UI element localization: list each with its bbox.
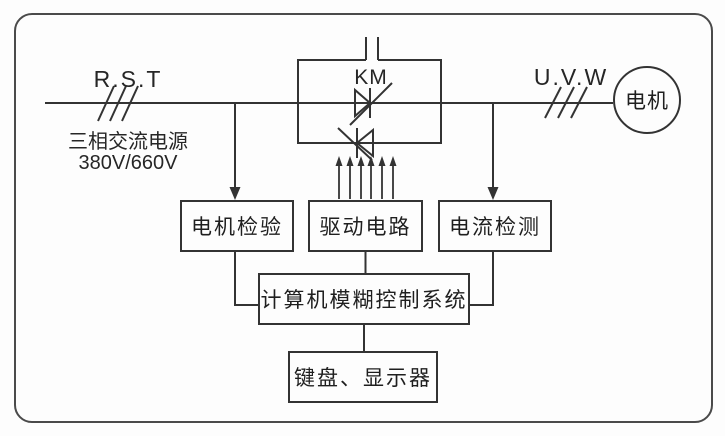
source-voltage-label: 三相交流电源 380V/660V [52, 132, 204, 174]
km-contactor-box [297, 37, 442, 144]
source-voltage-text: 380V/660V [78, 152, 178, 174]
block-keyboard-display: 键盘、显示器 [288, 351, 438, 403]
block-fuzzy-controller: 计算机模糊控制系统 [258, 273, 470, 325]
arrow-to-motor-check [229, 103, 241, 200]
phase-slashes-right-icon [544, 86, 588, 119]
motor-circle: 电机 [613, 66, 681, 134]
phase-label-rst: R.S.T [93, 66, 163, 92]
diagram-frame-border [14, 13, 713, 423]
arrow-to-current-detect [487, 103, 499, 200]
motor-label: 电机 [625, 90, 669, 113]
block-current-detect-label: 电流检测 [449, 216, 541, 239]
thyristor-forward-icon [349, 82, 393, 126]
block-drive-circuit: 驱动电路 [308, 200, 423, 252]
source-name-text: 三相交流电源 [68, 131, 188, 153]
block-current-detect: 电流检测 [438, 200, 552, 252]
thyristor-reverse-icon [337, 127, 374, 161]
block-motor-check-label: 电机检验 [191, 216, 283, 239]
block-drive-circuit-label: 驱动电路 [319, 216, 412, 239]
phase-label-uvw: U.V.W [533, 64, 609, 90]
block-keyboard-display-label: 键盘、显示器 [294, 367, 432, 390]
block-fuzzy-controller-label: 计算机模糊控制系统 [260, 289, 468, 312]
km-contactor-label: KM [354, 66, 388, 89]
block-motor-check: 电机检验 [180, 200, 294, 252]
phase-slashes-left-icon [97, 85, 139, 122]
gate-drive-arrows [335, 156, 397, 199]
controller-connector-lines [234, 252, 494, 351]
